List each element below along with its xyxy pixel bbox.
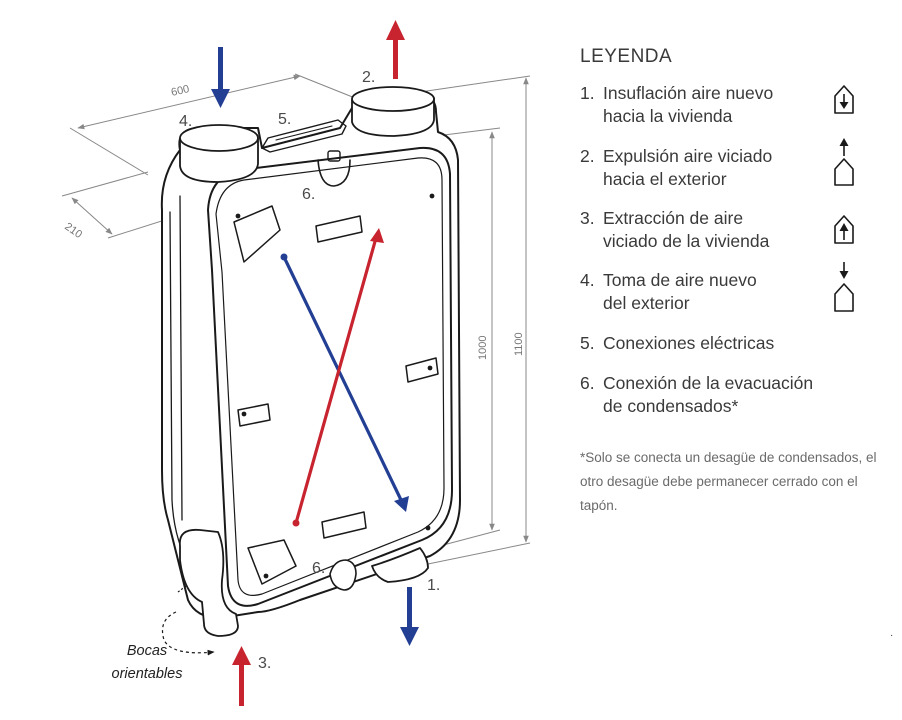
legend-item-line: viciado de la vivienda xyxy=(603,231,770,251)
label-port-4: 4. xyxy=(179,113,192,130)
unit-body xyxy=(160,86,461,637)
label-drain-6-bottom: 6. xyxy=(312,560,325,577)
dimension-height-total-label: 1100 xyxy=(513,332,525,356)
legend-item-line: de condensados* xyxy=(603,396,739,416)
callout-orientables: orientables xyxy=(112,666,183,682)
legend-item-1: 1. Insuflación aire nuevo hacia la vivie… xyxy=(580,82,890,128)
legend-item-line: Conexión de la evacuación xyxy=(603,373,814,393)
house-arrow-down-inside-icon xyxy=(834,85,854,114)
house-arrow-up-outside-icon xyxy=(834,138,854,186)
blue-internal-arrowhead xyxy=(394,496,409,512)
orientable-callout xyxy=(161,585,215,656)
label-electrical-5: 5. xyxy=(278,111,291,128)
legend-item-line: Conexiones eléctricas xyxy=(603,333,775,353)
legend-item-line: Extracción de aire xyxy=(603,208,744,228)
width-dimension-line xyxy=(77,74,301,130)
legend-item-number: 6. xyxy=(580,373,595,393)
arrow-4-blue-in xyxy=(211,47,230,108)
house-arrow-down-outside-icon xyxy=(834,262,854,312)
label-port-3: 3. xyxy=(258,655,271,672)
legend-item-number: 3. xyxy=(580,208,595,228)
edge-mark: · xyxy=(890,630,894,641)
house-arrow-up-inside-icon xyxy=(834,215,854,244)
legend: LEYENDA 1. Insuflación aire nuevo hacia … xyxy=(580,46,890,416)
callout-bocas: Bocas xyxy=(127,643,167,659)
legend-item-6: 6. Conexión de la evacuación de condensa… xyxy=(580,372,890,418)
port-3-duct xyxy=(178,528,239,637)
legend-item-number: 1. xyxy=(580,83,595,103)
legend-item-5: 5. Conexiones eléctricas xyxy=(580,332,890,355)
label-port-1: 1. xyxy=(427,577,440,594)
dimension-width-label: 600 xyxy=(170,83,191,99)
drain-bottom xyxy=(329,559,357,591)
arrow-2-red-out xyxy=(386,20,405,79)
legend-footnote: *Solo se conecta un desagüe de condensad… xyxy=(580,450,877,513)
label-port-2: 2. xyxy=(362,69,375,86)
arrow-1-blue-out xyxy=(400,587,419,646)
legend-item-line: Insuflación aire nuevo xyxy=(603,83,774,103)
depth-dimension-line xyxy=(71,197,113,235)
legend-item-line: Expulsión aire viciado xyxy=(603,146,773,166)
port-1-duct xyxy=(371,547,429,583)
red-internal-flow-line xyxy=(294,236,378,525)
dimension-depth-label: 210 xyxy=(62,221,84,241)
dimension-lines xyxy=(61,73,531,565)
dimension-height-body-label: 1000 xyxy=(477,336,489,360)
legend-item-4: 4. Toma de aire nuevo del exterior xyxy=(580,269,890,315)
internal-airflow xyxy=(280,228,409,527)
port-4-duct xyxy=(179,124,259,183)
legend-item-line: Toma de aire nuevo xyxy=(603,270,757,290)
port-2-duct xyxy=(351,86,435,137)
legend-item-line: del exterior xyxy=(603,293,690,313)
legend-item-line: hacia el exterior xyxy=(603,169,727,189)
legend-item-number: 4. xyxy=(580,270,595,290)
legend-item-3: 3. Extracción de aire viciado de la vivi… xyxy=(580,207,890,253)
arrow-3-red-in xyxy=(232,646,251,706)
external-airflow-arrows xyxy=(211,20,419,706)
legend-item-number: 2. xyxy=(580,146,595,166)
blue-internal-flow-line xyxy=(282,255,404,504)
legend-title: LEYENDA xyxy=(580,46,673,67)
red-internal-arrowhead xyxy=(370,228,384,243)
legend-item-line: hacia la vivienda xyxy=(603,106,733,126)
label-drain-6-top: 6. xyxy=(302,186,315,203)
legend-item-2: 2. Expulsión aire viciado hacia el exter… xyxy=(580,145,890,191)
legend-item-number: 5. xyxy=(580,333,595,353)
